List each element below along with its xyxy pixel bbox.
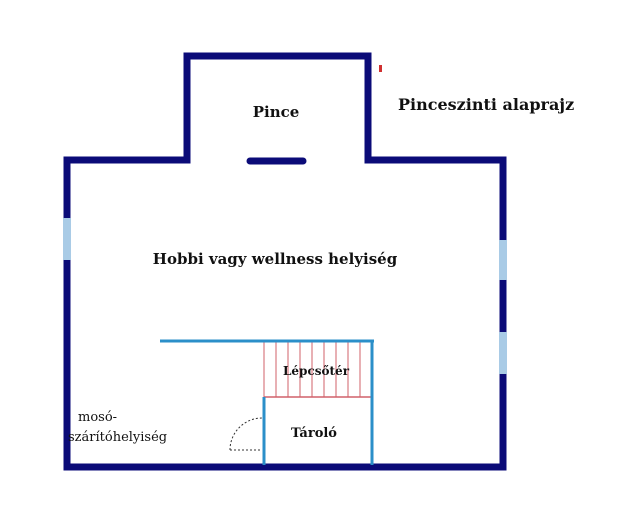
plan-title: Pinceszinti alaprajz xyxy=(398,95,574,114)
door-swing-arc xyxy=(229,417,263,451)
room-label-moso-2: szárítóhelyiség xyxy=(68,430,167,445)
window-left xyxy=(63,218,71,260)
room-label-moso-1: mosó- xyxy=(78,410,117,425)
red-marker xyxy=(379,65,382,72)
staircase xyxy=(263,342,372,398)
window-right-lower xyxy=(499,332,507,374)
room-label-tarolo: Tároló xyxy=(291,426,337,441)
room-label-lepcsoter: Lépcsőtér xyxy=(283,364,350,378)
room-label-pince: Pince xyxy=(253,103,300,121)
room-label-hobbi: Hobbi vagy wellness helyiség xyxy=(153,250,398,268)
window-right-upper xyxy=(499,240,507,280)
